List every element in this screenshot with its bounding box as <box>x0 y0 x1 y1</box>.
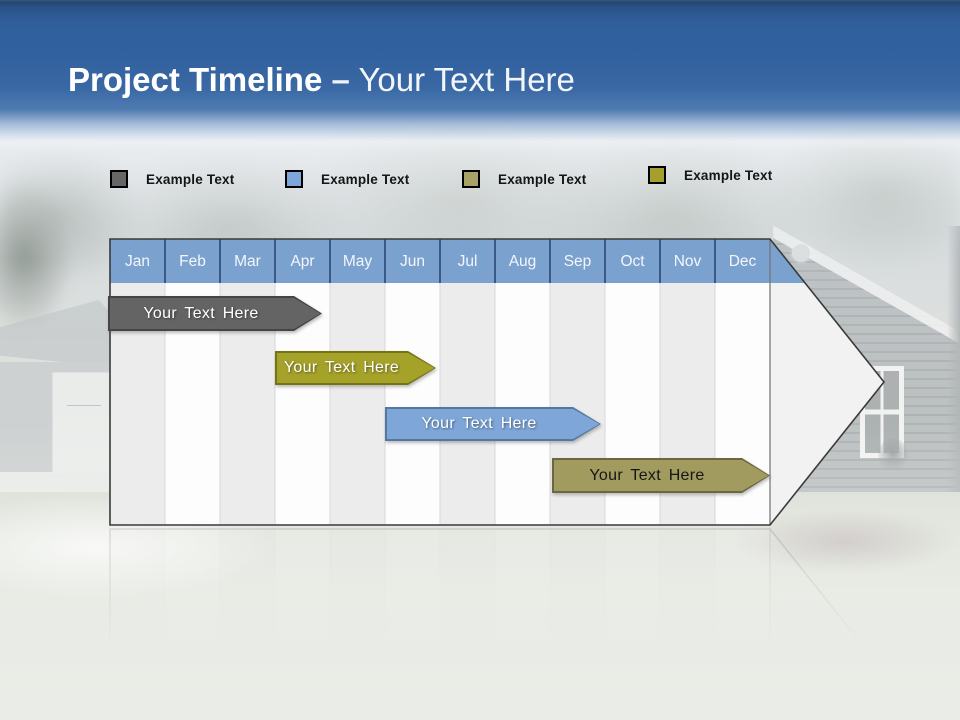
month-label: Jan <box>125 253 150 270</box>
task-bar-label: Your Text Here <box>421 415 537 432</box>
legend-swatch-gray <box>110 170 128 188</box>
legend-item: Example Text <box>110 169 234 189</box>
title-light: Your Text Here <box>358 61 575 98</box>
legend-item: Example Text <box>462 169 586 189</box>
legend-label: Example Text <box>498 171 587 187</box>
month-label: Nov <box>673 253 702 270</box>
month-label: Aug <box>508 253 537 270</box>
legend-swatch-olive <box>648 166 666 184</box>
column-separators <box>164 529 716 720</box>
task-bar-label: Your Text Here <box>283 359 400 376</box>
legend-swatch-khaki <box>462 170 480 188</box>
header-separators <box>164 239 716 283</box>
header-banner: Project Timeline – Your Text Here <box>0 0 960 152</box>
legend-item: Example Text <box>285 169 409 189</box>
task-bar-gray: Your Text Here <box>108 296 322 331</box>
task-bar-label: Your Text Here <box>143 304 259 322</box>
month-label: Jun <box>400 253 425 270</box>
month-header-band <box>110 239 805 283</box>
arrow-outline <box>109 238 886 526</box>
timeline-reflection <box>108 527 888 720</box>
title-bold: Project Timeline <box>68 61 323 98</box>
task-bar-label: Your Text Here <box>589 466 705 484</box>
task-bar-olive: Your Text Here <box>275 351 436 385</box>
month-label: Oct <box>620 253 645 270</box>
arrow-outline <box>109 528 886 720</box>
month-label: Mar <box>234 253 261 270</box>
month-label: Jul <box>457 253 478 270</box>
arrow-body <box>110 529 884 720</box>
month-label: Apr <box>290 253 315 270</box>
legend-item: Example Text <box>648 165 772 185</box>
month-label: May <box>342 253 373 270</box>
page-title: Project Timeline – Your Text Here <box>68 60 575 100</box>
legend-swatch-blue <box>285 170 303 188</box>
legend-label: Example Text <box>321 171 410 187</box>
month-label: Dec <box>728 253 757 270</box>
task-bar-blue: Your Text Here <box>385 407 601 441</box>
legend-label: Example Text <box>684 167 773 183</box>
timeline-arrow: Jan Feb Mar Apr May Jun Jul Aug Sep Oct … <box>108 237 888 527</box>
timeline-arrow-svg <box>109 528 886 720</box>
legend-label: Example Text <box>146 171 235 187</box>
month-label: Feb <box>179 253 206 270</box>
title-dash: – <box>331 61 350 98</box>
month-label: Sep <box>563 253 592 270</box>
month-columns <box>110 529 770 720</box>
task-bar-khaki: Your Text Here <box>552 458 770 493</box>
